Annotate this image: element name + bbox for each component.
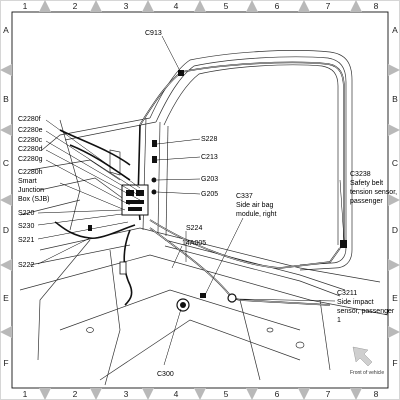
label-s230: S230 bbox=[18, 223, 34, 230]
row-label: A bbox=[3, 25, 9, 35]
label-c2280g: C2280g bbox=[18, 156, 43, 163]
label-c3238: C3238 bbox=[350, 171, 371, 178]
row-label: B bbox=[392, 94, 398, 104]
label-sjb-line2: Junction bbox=[18, 187, 44, 194]
label-c3238-desc3: passenger bbox=[350, 198, 383, 205]
label-c913: C913 bbox=[145, 30, 162, 37]
row-label: F bbox=[3, 358, 8, 368]
row-label: C bbox=[3, 158, 9, 168]
label-s222: S222 bbox=[18, 262, 34, 269]
row-label: E bbox=[3, 293, 9, 303]
label-c2280f: C2280f bbox=[18, 116, 41, 123]
label-s220: S220 bbox=[18, 210, 34, 217]
label-s228: S228 bbox=[201, 136, 217, 143]
label-c337-desc1: Side air bag bbox=[236, 202, 273, 209]
row-label: A bbox=[392, 25, 398, 35]
col-label: 6 bbox=[275, 1, 280, 11]
callout-leaders bbox=[37, 35, 345, 366]
col-label: 2 bbox=[73, 1, 78, 11]
ground-g205 bbox=[151, 189, 157, 195]
col-label: 2 bbox=[73, 389, 78, 399]
label-c213: C213 bbox=[201, 154, 218, 161]
front-of-vehicle-label: Front of vehicle bbox=[350, 370, 384, 376]
connector-c337 bbox=[200, 293, 206, 298]
label-c3211-desc3: 1 bbox=[337, 317, 341, 324]
label-c3211-desc1: Side impact bbox=[337, 299, 374, 306]
row-label: F bbox=[392, 358, 397, 368]
column-labels-bottom: 1 2 3 4 5 6 7 8 bbox=[23, 389, 379, 399]
label-g205: G205 bbox=[201, 191, 218, 198]
front-of-vehicle-indicator: Front of vehicle bbox=[350, 346, 384, 376]
col-label: 3 bbox=[124, 389, 129, 399]
col-label: 1 bbox=[23, 389, 28, 399]
col-label: 7 bbox=[326, 1, 331, 11]
connector-c213 bbox=[152, 156, 157, 163]
col-label: 7 bbox=[326, 389, 331, 399]
splice-s228 bbox=[152, 140, 157, 147]
connector-c3238 bbox=[340, 240, 347, 248]
label-c337: C337 bbox=[236, 193, 253, 200]
col-label: 3 bbox=[124, 1, 129, 11]
label-c300: C300 bbox=[157, 371, 174, 378]
col-label: 4 bbox=[174, 389, 179, 399]
col-label: 8 bbox=[374, 389, 379, 399]
arrow-icon bbox=[352, 346, 373, 367]
row-label: C bbox=[392, 158, 398, 168]
label-c2280h: C2280h bbox=[18, 169, 43, 176]
label-c3211: C3211 bbox=[337, 290, 357, 297]
label-g203: G203 bbox=[201, 176, 218, 183]
label-14a005: 14A005 bbox=[182, 240, 206, 247]
label-s221: S221 bbox=[18, 237, 34, 244]
row-label: E bbox=[392, 293, 398, 303]
col-label: 4 bbox=[174, 1, 179, 11]
grid-markers-top-bottom bbox=[39, 0, 362, 400]
label-c2280d: C2280d bbox=[18, 146, 43, 153]
connector-c3211 bbox=[227, 293, 237, 303]
grid-markers-left-right bbox=[0, 64, 400, 338]
col-label: 5 bbox=[224, 389, 229, 399]
label-c3238-desc2: tension sensor, bbox=[350, 189, 397, 196]
col-label: 5 bbox=[224, 1, 229, 11]
wiring-harness bbox=[54, 61, 347, 312]
col-label: 8 bbox=[374, 1, 379, 11]
row-label: D bbox=[392, 225, 398, 235]
label-sjb-line3: Box (SJB) bbox=[18, 196, 50, 203]
col-label: 1 bbox=[23, 1, 28, 11]
callout-labels: C913 C2280f C2280e C2280c C2280d C2280g … bbox=[18, 30, 397, 378]
ground-g203 bbox=[151, 177, 157, 183]
label-c3211-desc2: sensor, passenger bbox=[337, 308, 395, 315]
label-sjb-line1: Smart bbox=[18, 178, 37, 185]
label-s224: S224 bbox=[186, 225, 202, 232]
row-labels-left: A B C D E F bbox=[3, 25, 9, 368]
label-c3238-desc1: Safety belt bbox=[350, 180, 383, 187]
row-label: D bbox=[3, 225, 9, 235]
col-label: 6 bbox=[275, 389, 280, 399]
column-labels-top: 1 2 3 4 5 6 7 8 bbox=[23, 1, 379, 11]
label-c2280e: C2280e bbox=[18, 127, 43, 134]
label-c2280c: C2280c bbox=[18, 137, 43, 144]
label-c337-desc2: module, right bbox=[236, 211, 277, 218]
row-labels-right: A B C D E F bbox=[392, 25, 398, 368]
row-label: B bbox=[3, 94, 9, 104]
